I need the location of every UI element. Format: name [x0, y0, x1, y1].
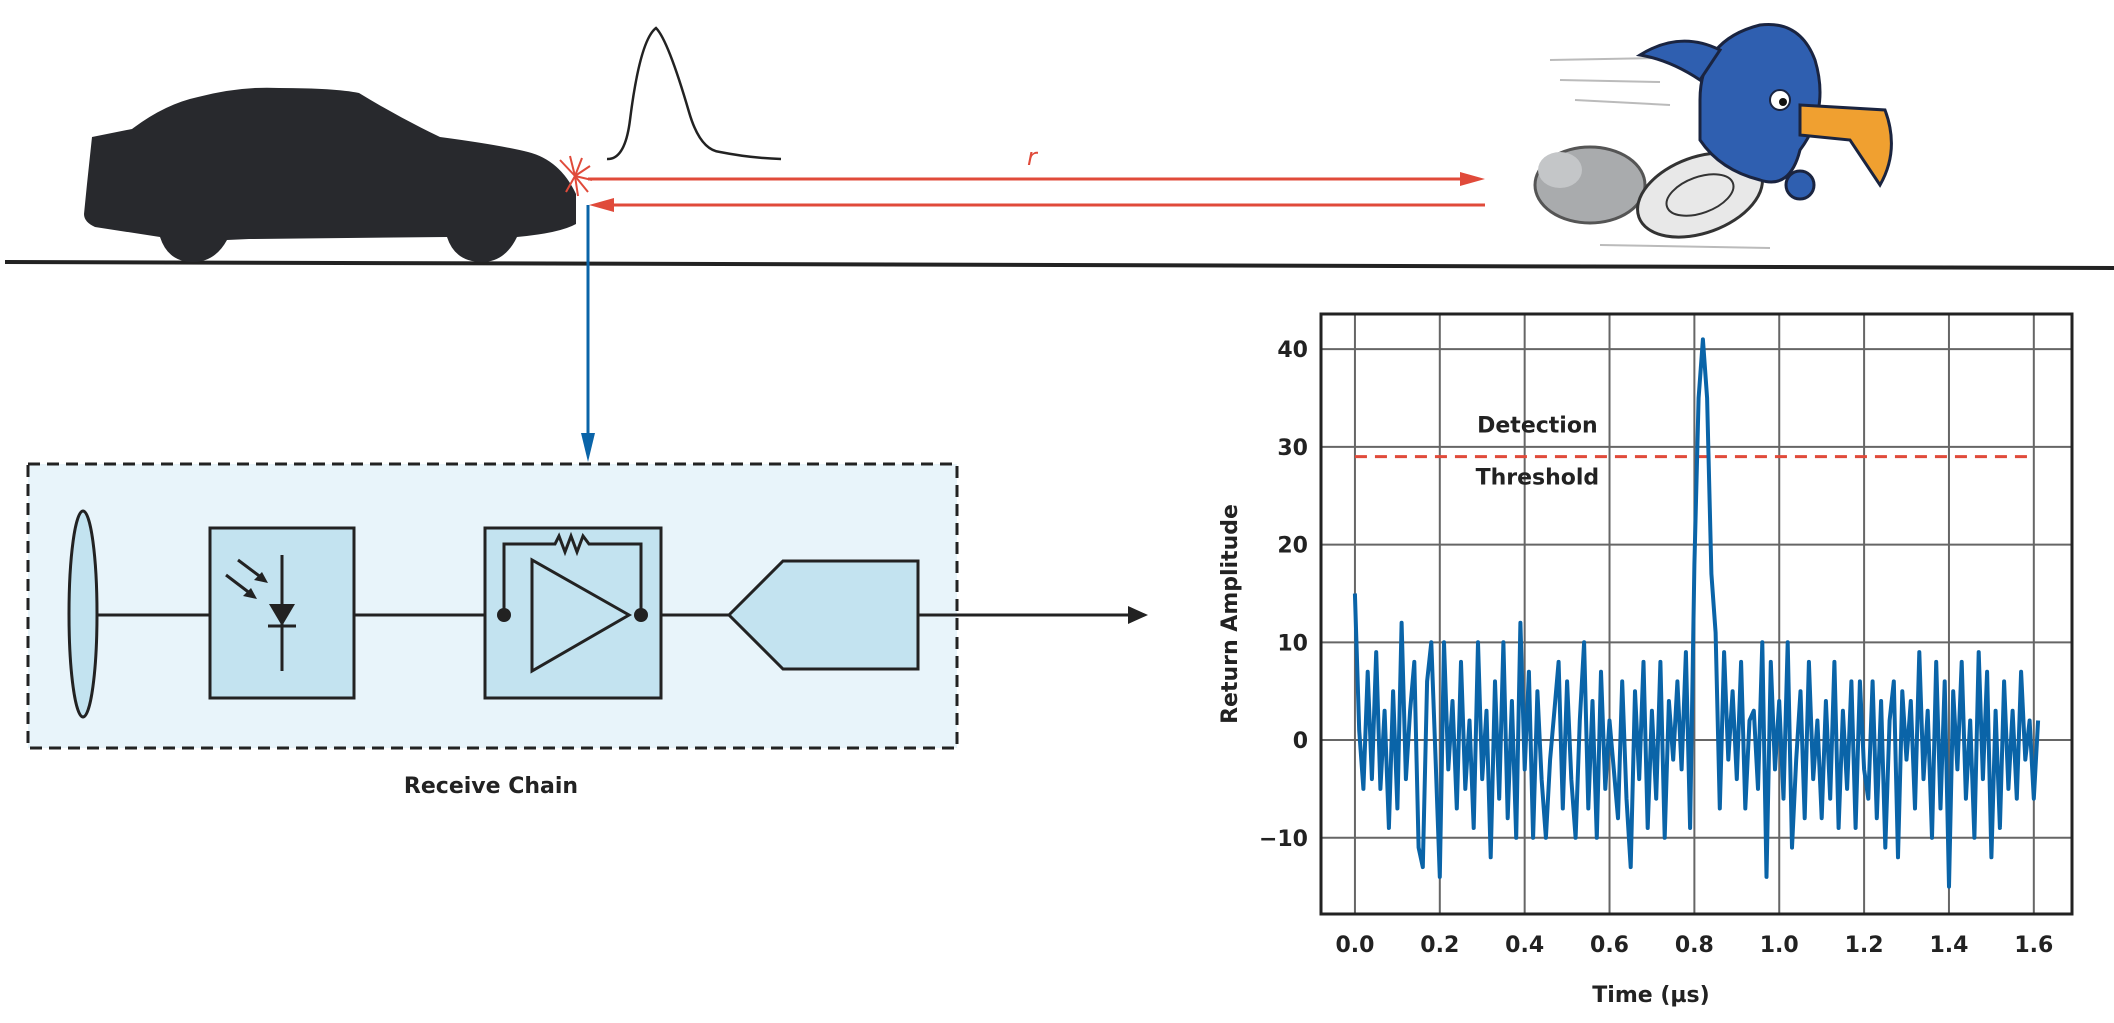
arrowhead-left-icon	[589, 198, 614, 212]
x-tick-label: 1.2	[1845, 933, 1884, 958]
target-roadrunner-icon	[1533, 22, 1893, 249]
x-tick-label: 1.6	[2014, 933, 2053, 958]
x-tick-label: 1.0	[1760, 933, 1799, 958]
adc-block	[726, 559, 920, 671]
arrowhead-right-icon	[1460, 172, 1485, 186]
y-tick-label: −10	[1259, 827, 1308, 852]
x-tick-label: 0.6	[1590, 933, 1629, 958]
lens-icon	[67, 509, 99, 719]
x-tick-label: 0.8	[1675, 933, 1714, 958]
x-axis-label: Time (µs)	[1592, 983, 1709, 1008]
output-arrowhead-icon	[1128, 606, 1148, 624]
tia-amplifier-block	[483, 526, 663, 700]
y-tick-label: 30	[1277, 436, 1308, 461]
threshold-label-bottom: Threshold	[1476, 466, 1600, 491]
threshold-label-top: Detection	[1477, 414, 1598, 439]
y-tick-label: 0	[1293, 729, 1308, 754]
x-tick-label: 0.4	[1505, 933, 1544, 958]
return-signal-series	[1352, 337, 2041, 889]
x-tick-label: 0.0	[1335, 933, 1374, 958]
laser-pulse-waveform	[606, 26, 782, 161]
y-tick-label: 40	[1277, 338, 1308, 363]
photodiode-block	[208, 526, 356, 700]
range-label: r	[1027, 143, 1039, 171]
receive-chain-label: Receive Chain	[404, 774, 578, 799]
y-axis-label: Return Amplitude	[1218, 504, 1243, 724]
car-silhouette	[84, 87, 576, 262]
laser-burst-icon	[559, 155, 593, 197]
ground-line	[4, 260, 2114, 270]
arrowhead-down-icon	[581, 433, 595, 462]
y-tick-label: 10	[1277, 631, 1308, 656]
x-tick-label: 0.2	[1420, 933, 1459, 958]
x-tick-label: 1.4	[1929, 933, 1968, 958]
y-tick-label: 20	[1277, 534, 1308, 559]
plot-frame	[1319, 312, 2074, 916]
